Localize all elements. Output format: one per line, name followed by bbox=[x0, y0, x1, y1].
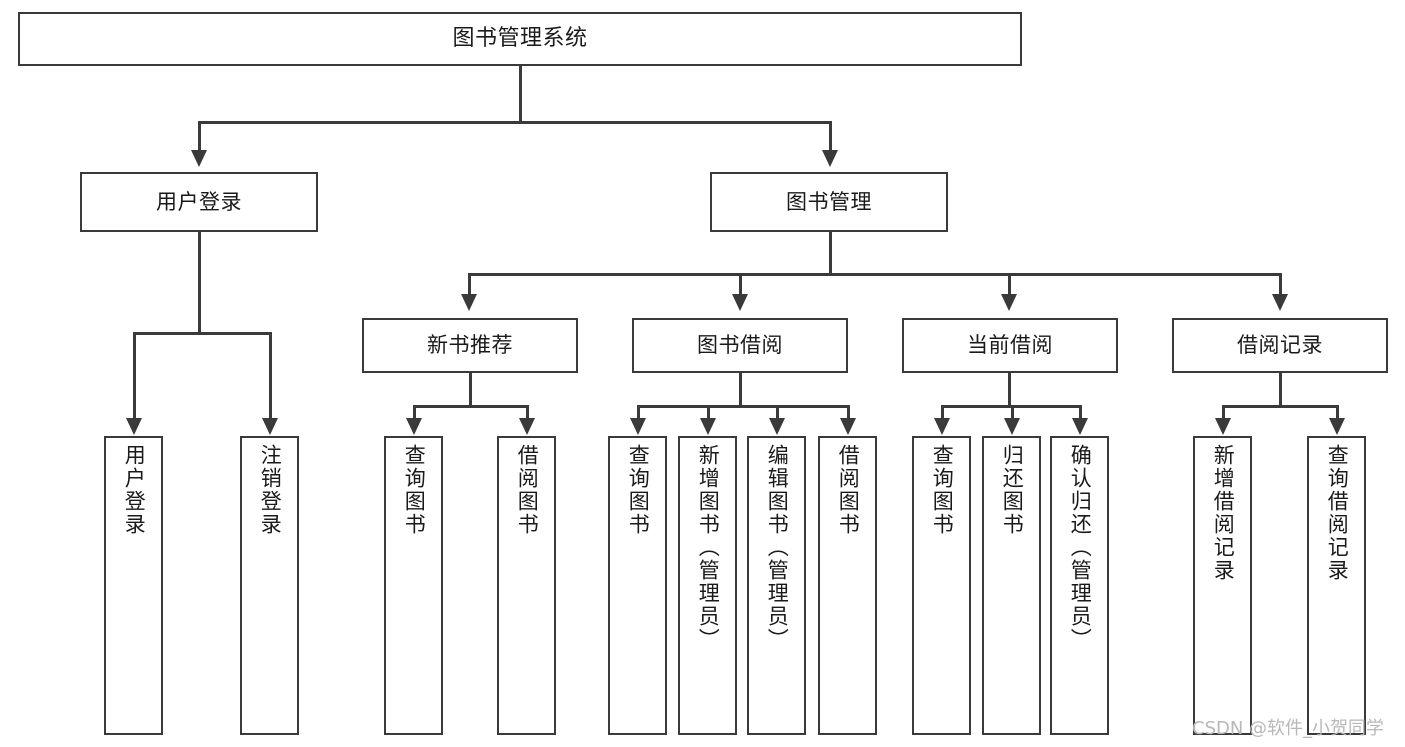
connector-to-book-borrow bbox=[739, 273, 742, 295]
connector-borrow-record-stem bbox=[1279, 373, 1282, 406]
connector-to-user-login bbox=[198, 121, 201, 151]
connector-user-login-child-2 bbox=[269, 332, 272, 419]
connector-to-new-book-recommend bbox=[468, 273, 471, 295]
arrowhead-user-login bbox=[191, 150, 207, 167]
arrowhead-leaf-query-book-3 bbox=[934, 418, 950, 435]
node-label: 图书借阅 bbox=[697, 333, 783, 358]
connector-user-login-bus bbox=[133, 332, 270, 335]
arrowhead-leaf-user-logout bbox=[262, 418, 278, 435]
arrowhead-leaf-query-book-2 bbox=[630, 418, 646, 435]
node-book-management[interactable]: 图书管理 bbox=[710, 172, 948, 232]
node-label: 借阅图书 bbox=[515, 444, 540, 536]
arrowhead-leaf-edit-book bbox=[769, 418, 785, 435]
arrowhead-leaf-query-book-1 bbox=[406, 418, 422, 435]
connector-borrow-record-bus bbox=[1222, 405, 1338, 408]
node-leaf-add-book[interactable]: 新增图书（管理员） bbox=[678, 436, 737, 735]
arrowhead-leaf-add-record bbox=[1215, 418, 1231, 435]
node-label: 新增图书（管理员） bbox=[696, 444, 721, 651]
node-label: 查询借阅记录 bbox=[1325, 444, 1350, 582]
node-book-borrow[interactable]: 图书借阅 bbox=[632, 318, 848, 373]
arrowhead-leaf-user-login bbox=[126, 418, 142, 435]
connector-bb-child-1 bbox=[637, 405, 640, 419]
connector-nbr-child-2 bbox=[526, 405, 529, 419]
node-label: 新增借阅记录 bbox=[1211, 444, 1236, 582]
connector-bb-child-3 bbox=[776, 405, 779, 419]
connector-cb-child-1 bbox=[941, 405, 944, 419]
node-current-borrow[interactable]: 当前借阅 bbox=[902, 318, 1118, 373]
arrowhead-leaf-confirm-return bbox=[1072, 418, 1088, 435]
node-leaf-query-book-1[interactable]: 查询图书 bbox=[384, 436, 443, 735]
node-label: 借阅记录 bbox=[1237, 333, 1323, 358]
connector-root-stem bbox=[519, 66, 522, 122]
node-user-login[interactable]: 用户登录 bbox=[80, 172, 318, 232]
connector-cb-child-3 bbox=[1079, 405, 1082, 419]
node-leaf-edit-book[interactable]: 编辑图书（管理员） bbox=[747, 436, 806, 735]
connector-cb-child-2 bbox=[1011, 405, 1014, 419]
node-label: 查询图书 bbox=[930, 444, 955, 536]
node-leaf-add-record[interactable]: 新增借阅记录 bbox=[1193, 436, 1252, 735]
node-label: 注销登录 bbox=[258, 444, 283, 536]
arrowhead-leaf-add-book bbox=[700, 418, 716, 435]
arrowhead-book-borrow bbox=[732, 294, 748, 311]
connector-book-borrow-bus bbox=[637, 405, 849, 408]
connector-root-bus bbox=[198, 121, 831, 124]
connector-bb-child-4 bbox=[847, 405, 850, 419]
connector-current-borrow-stem bbox=[1008, 373, 1011, 406]
arrowhead-leaf-return-book bbox=[1004, 418, 1020, 435]
connector-br-child-1 bbox=[1222, 405, 1225, 419]
node-label: 当前借阅 bbox=[967, 333, 1053, 358]
connector-bb-child-2 bbox=[707, 405, 710, 419]
node-leaf-confirm-return[interactable]: 确认归还（管理员） bbox=[1050, 436, 1109, 735]
node-label: 新书推荐 bbox=[427, 333, 513, 358]
connector-book-management-stem bbox=[829, 232, 832, 274]
node-leaf-query-record[interactable]: 查询借阅记录 bbox=[1307, 436, 1366, 735]
connector-nbr-child-1 bbox=[413, 405, 416, 419]
connector-new-book-recommend-stem bbox=[469, 373, 472, 406]
node-label: 查询图书 bbox=[626, 444, 651, 536]
connector-user-login-child-1 bbox=[133, 332, 136, 419]
node-leaf-query-book-3[interactable]: 查询图书 bbox=[912, 436, 971, 735]
connector-to-borrow-record bbox=[1279, 273, 1282, 295]
arrowhead-leaf-borrow-book-2 bbox=[840, 418, 856, 435]
node-label: 用户登录 bbox=[122, 444, 147, 536]
node-leaf-borrow-book-2[interactable]: 借阅图书 bbox=[818, 436, 877, 735]
node-label: 借阅图书 bbox=[836, 444, 861, 536]
node-label: 查询图书 bbox=[402, 444, 427, 536]
arrowhead-leaf-borrow-book-1 bbox=[519, 418, 535, 435]
node-label: 归还图书 bbox=[1000, 444, 1025, 536]
connector-br-child-2 bbox=[1336, 405, 1339, 419]
connector-to-book-management bbox=[829, 121, 832, 151]
node-borrow-record[interactable]: 借阅记录 bbox=[1172, 318, 1388, 373]
node-label: 图书管理 bbox=[786, 189, 872, 214]
connector-to-current-borrow bbox=[1008, 273, 1011, 295]
connector-new-book-recommend-bus bbox=[413, 405, 528, 408]
node-leaf-borrow-book-1[interactable]: 借阅图书 bbox=[497, 436, 556, 735]
connector-book-borrow-stem bbox=[739, 373, 742, 406]
node-label: 确认归还（管理员） bbox=[1068, 444, 1093, 651]
node-label: 用户登录 bbox=[156, 189, 242, 214]
node-leaf-user-login[interactable]: 用户登录 bbox=[104, 436, 163, 735]
node-label: 编辑图书（管理员） bbox=[765, 444, 790, 651]
arrowhead-borrow-record bbox=[1272, 294, 1288, 311]
node-leaf-query-book-2[interactable]: 查询图书 bbox=[608, 436, 667, 735]
csdn-watermark: CSDN @软件_小贺同学 bbox=[1192, 718, 1385, 739]
node-label: 图书管理系统 bbox=[452, 26, 588, 52]
node-leaf-return-book[interactable]: 归还图书 bbox=[982, 436, 1041, 735]
arrowhead-new-book-recommend bbox=[461, 294, 477, 311]
arrowhead-leaf-query-record bbox=[1329, 418, 1345, 435]
arrowhead-current-borrow bbox=[1001, 294, 1017, 311]
connector-user-login-stem bbox=[198, 232, 201, 333]
arrowhead-book-management bbox=[822, 150, 838, 167]
node-root-system[interactable]: 图书管理系统 bbox=[18, 12, 1022, 66]
connector-book-management-bus bbox=[468, 273, 1279, 276]
node-new-book-recommend[interactable]: 新书推荐 bbox=[362, 318, 578, 373]
node-leaf-user-logout[interactable]: 注销登录 bbox=[240, 436, 299, 735]
